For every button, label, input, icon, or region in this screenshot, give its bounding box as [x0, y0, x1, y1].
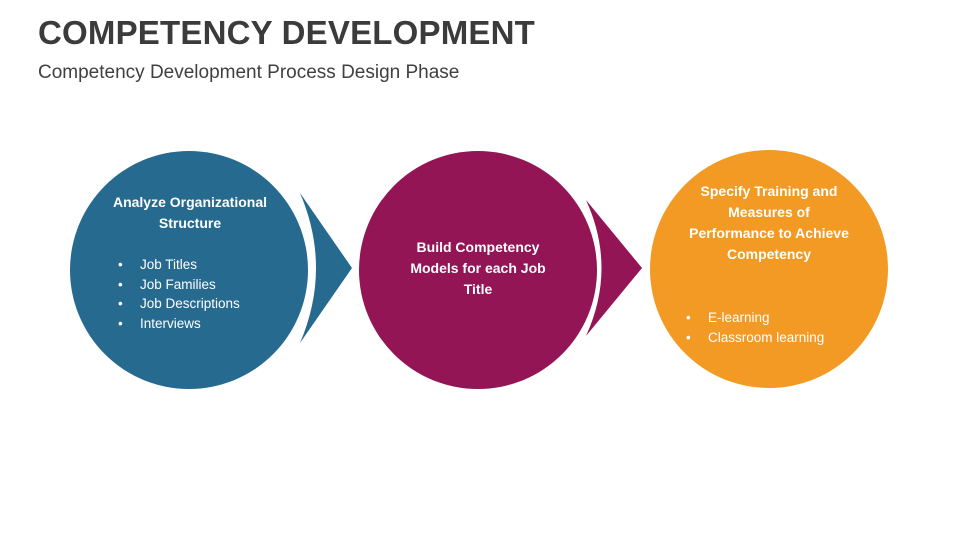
step-2-circle — [359, 151, 597, 389]
step-2-arrow — [586, 200, 642, 336]
step-3-bullets: E-learning Classroom learning — [684, 308, 824, 347]
page-subtitle: Competency Development Process Design Ph… — [38, 62, 460, 83]
bullet-item: Job Descriptions — [116, 294, 240, 314]
step-1-title: Analyze Organizational Structure — [112, 194, 268, 231]
bullet-item: Interviews — [116, 314, 240, 334]
bullet-item: Job Titles — [116, 255, 240, 275]
step-3-title: Specify Training and Measures of Perform… — [689, 183, 849, 262]
page-title: COMPETENCY DEVELOPMENT — [38, 14, 536, 51]
step-1-arrow — [300, 193, 352, 343]
bullet-item: Job Families — [116, 275, 240, 295]
step-1-bullets: Job Titles Job Families Job Descriptions… — [116, 255, 240, 333]
bullet-item: E-learning — [684, 308, 824, 328]
bullet-item: Classroom learning — [684, 328, 824, 348]
step-2-title: Build Competency Models for each Job Tit… — [410, 239, 546, 297]
